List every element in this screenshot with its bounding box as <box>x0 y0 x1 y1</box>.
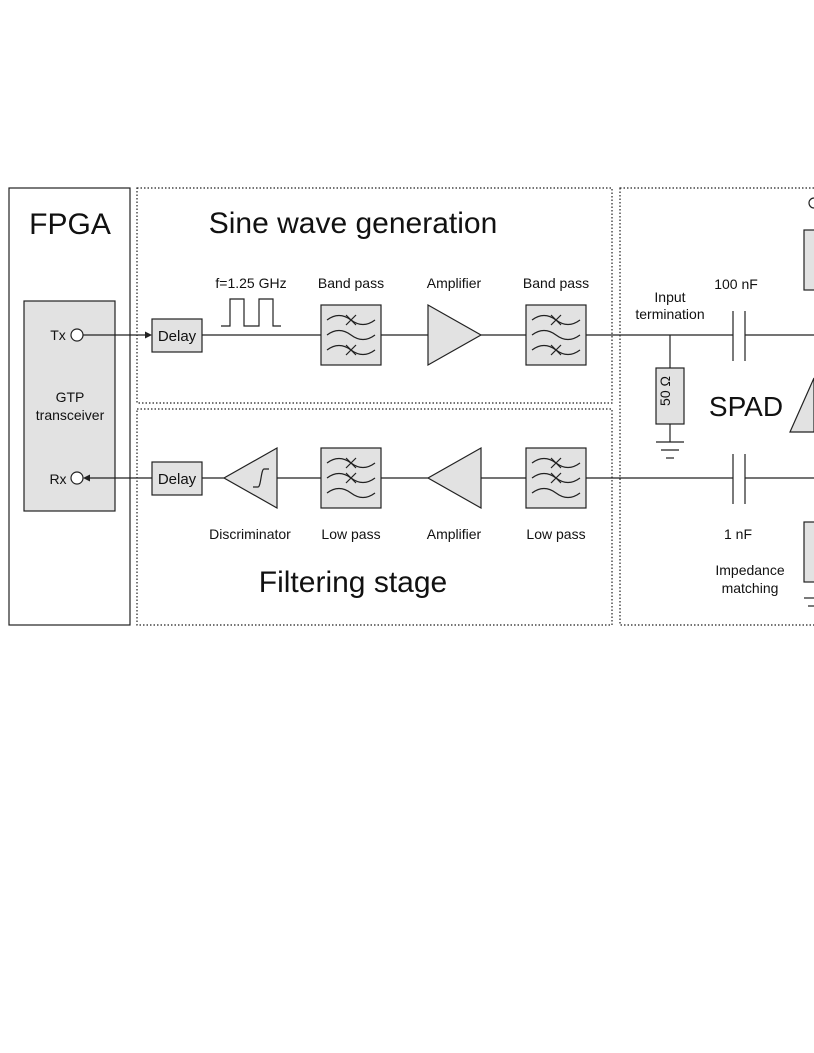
spad-label: SPAD <box>709 391 783 422</box>
amplifier-rx-label: Amplifier <box>427 526 482 542</box>
lowpass2-label: Low pass <box>526 526 585 542</box>
bias-port-icon <box>808 197 814 209</box>
impedance-matching-label-line2: matching <box>722 580 779 596</box>
input-termination-label-line1: Input <box>654 289 685 305</box>
fpga-frame <box>8 187 131 626</box>
rx-arrow-icon <box>83 474 90 482</box>
filter-section-title: Filtering stage <box>259 566 447 599</box>
fpga-title: FPGA <box>29 208 111 241</box>
clock-frequency-label: f=1.25 GHz <box>215 275 286 291</box>
impedance-matching-label-line1: Impedance <box>715 562 784 578</box>
matching-component <box>803 521 814 583</box>
discriminator-icon <box>222 446 278 510</box>
lowpass1-label: Low pass <box>321 526 380 542</box>
lowpass-filter-icon <box>320 447 382 509</box>
gtp-transceiver-box <box>23 300 116 512</box>
delay-rx-label: Delay <box>158 471 197 488</box>
rx-port-icon <box>70 471 84 485</box>
delay-tx-label: Delay <box>158 328 197 345</box>
discriminator-step-icon <box>253 468 269 488</box>
filtering-section: Filtering stage Low pass Amplifier <box>83 408 733 626</box>
filter-section-frame <box>136 408 613 626</box>
rx-label: Rx <box>49 471 66 487</box>
tx-port-icon <box>70 328 84 342</box>
amplifier-tx-label: Amplifier <box>427 275 482 291</box>
bandpass-filter-icon <box>320 304 382 366</box>
tx-label: Tx <box>50 327 66 343</box>
sine-section-frame <box>136 187 613 404</box>
discriminator-label: Discriminator <box>209 526 291 542</box>
transceiver-label-line2: transceiver <box>36 407 105 423</box>
delay-box-rx <box>151 461 203 496</box>
amplifier-rx-icon <box>426 446 482 510</box>
lowpass-filter-icon <box>525 447 587 509</box>
sine-section-title: Sine wave generation <box>209 207 498 240</box>
bandpass2-label: Band pass <box>523 275 589 291</box>
bandpass1-label: Band pass <box>318 275 384 291</box>
square-wave-icon <box>221 298 281 327</box>
input-termination-label-line2: termination <box>635 306 704 322</box>
cap-100nf-label: 100 nF <box>714 276 758 292</box>
spad-section: Input termination 100 nF 50 Ω SPAD 1 nF … <box>619 187 814 626</box>
spad-section-frame <box>619 187 814 626</box>
resistor-50ohm-icon <box>655 367 685 425</box>
bandpass-filter-icon <box>525 304 587 366</box>
resistor-50ohm-label: 50 Ω <box>657 376 673 406</box>
cap-1nf-label: 1 nF <box>724 526 752 542</box>
tx-arrow-icon <box>145 331 152 339</box>
delay-box-tx <box>151 318 203 353</box>
fpga-block: FPGA Tx GTP transceiver Rx <box>8 187 131 626</box>
ground-icon <box>656 441 684 459</box>
sine-wave-section: Sine wave generation Delay f=1.25 GHz Ba… <box>83 187 733 404</box>
transceiver-label-line1: GTP <box>56 389 85 405</box>
bias-component-top <box>803 229 814 291</box>
spad-diode-icon <box>789 377 814 433</box>
amplifier-tx-icon <box>427 303 483 367</box>
